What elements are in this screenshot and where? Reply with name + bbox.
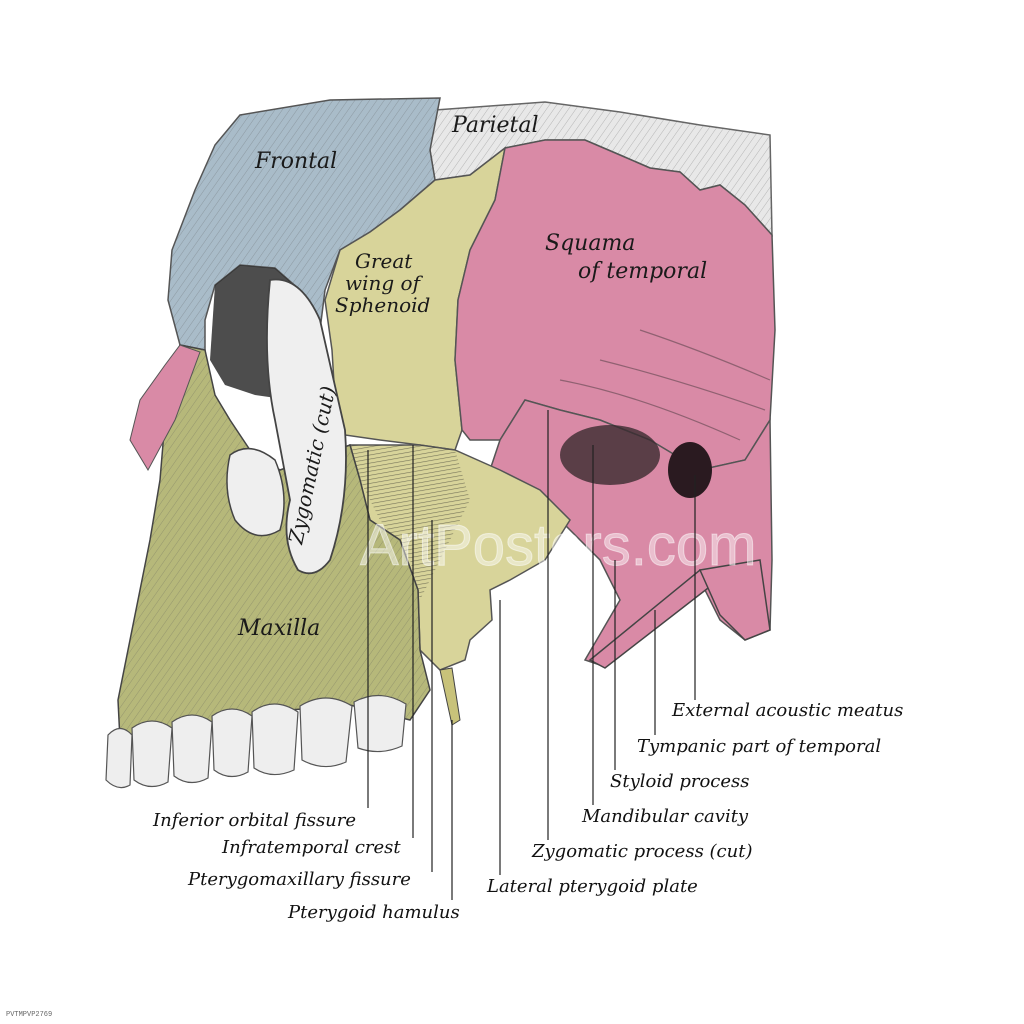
external-acoustic-meatus-opening: [668, 442, 712, 498]
watermark-text: ArtPosters.com: [360, 513, 756, 578]
callout-zygomatic-process: Zygomatic process (cut): [531, 841, 752, 862]
pterygoid-shading: [350, 445, 470, 600]
callout-lateral-pterygoid-plate: Lateral pterygoid plate: [486, 876, 698, 897]
zygomatic-cut: [266, 278, 347, 575]
tooth: [299, 697, 353, 768]
callout-mandibular-cavity: Mandibular cavity: [581, 806, 749, 827]
zygomatic-base: [226, 447, 285, 537]
callout-infratemporal-crest: Infratemporal crest: [221, 837, 401, 858]
frontal-shading: [168, 98, 440, 350]
tooth: [353, 694, 407, 753]
label-squama-line1: Squama: [545, 231, 635, 256]
tooth: [105, 727, 133, 789]
callout-external-acoustic-meatus: External acoustic meatus: [671, 700, 903, 721]
callout-inferior-orbital-fissure: Inferior orbital fissure: [152, 810, 356, 831]
label-frontal: Frontal: [254, 149, 337, 174]
tooth: [131, 720, 173, 788]
temporal-texture: [559, 329, 771, 441]
maxilla-shading: [118, 345, 430, 740]
callout-pterygomaxillary-fissure: Pterygomaxillary fissure: [187, 869, 411, 890]
label-great-wing-line1: Great: [355, 249, 413, 273]
nasal-edge: [129, 344, 201, 472]
mastoid-region: [698, 559, 771, 641]
callout-tympanic-part: Tympanic part of temporal: [637, 736, 881, 757]
leader-lines: [367, 410, 696, 900]
label-great-wing-line3: Sphenoid: [335, 293, 430, 317]
image-code: PVTMPVP2769: [6, 1011, 52, 1019]
tooth: [251, 703, 299, 776]
callout-pterygoid-hamulus: Pterygoid hamulus: [287, 902, 460, 923]
callout-styloid-process: Styloid process: [610, 771, 750, 792]
label-maxilla: Maxilla: [237, 616, 320, 641]
parietal-shading: [430, 102, 772, 235]
pterygoid-hamulus-shape: [439, 667, 461, 726]
label-great-wing-line2: wing of: [345, 271, 424, 295]
upper-teeth: [105, 694, 407, 789]
label-squama-line2: of temporal: [578, 259, 707, 284]
tooth: [211, 708, 253, 778]
tooth: [171, 714, 213, 784]
label-parietal: Parietal: [451, 113, 539, 138]
mandibular-cavity-shadow: [560, 425, 660, 485]
